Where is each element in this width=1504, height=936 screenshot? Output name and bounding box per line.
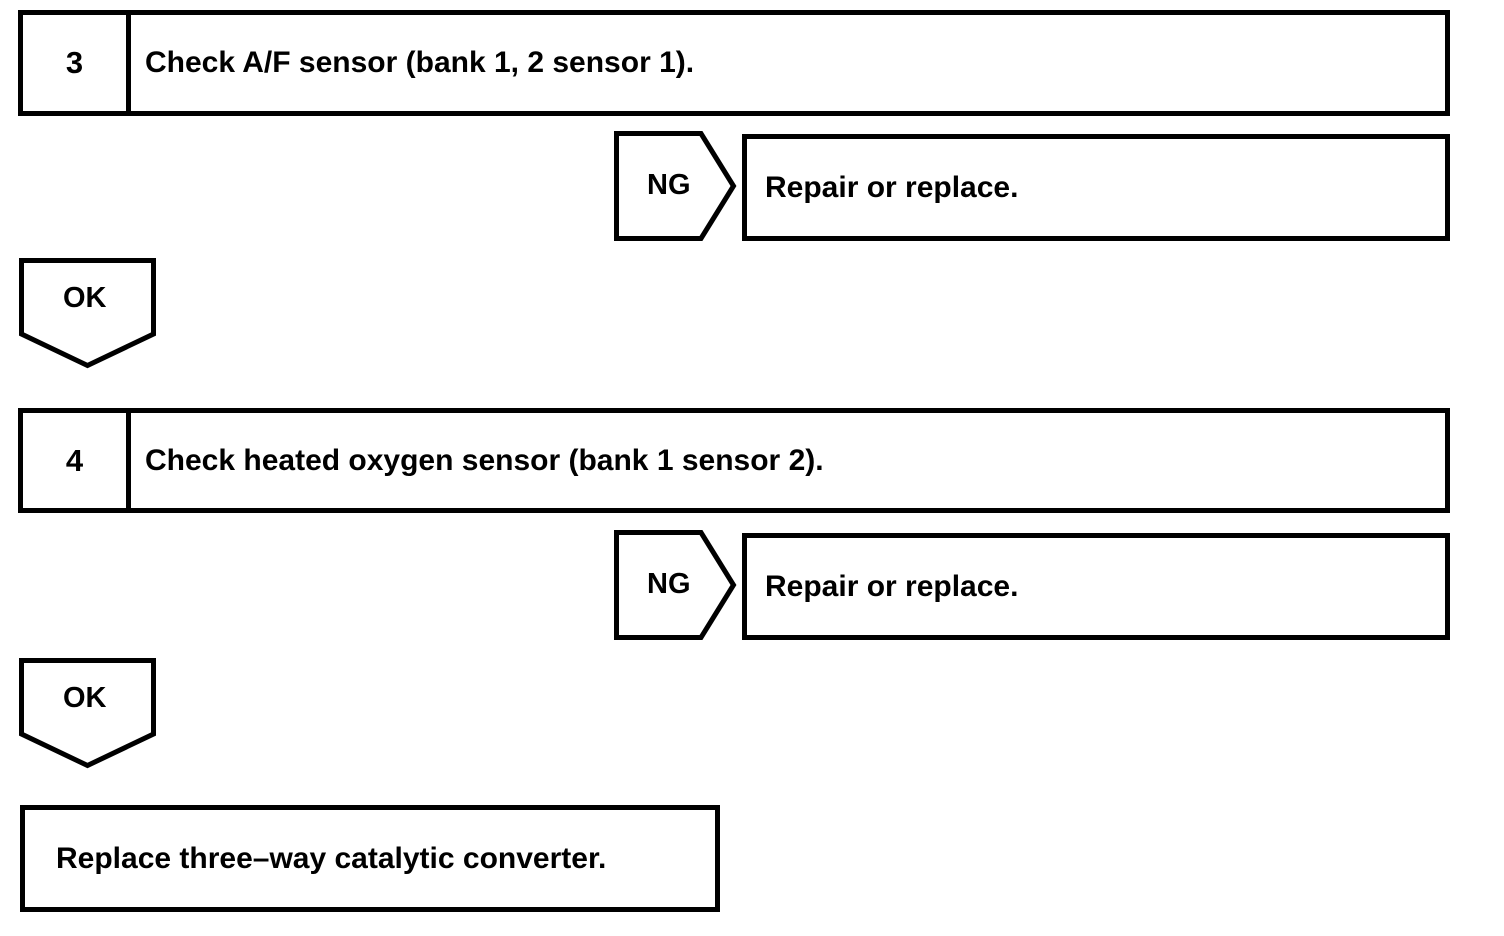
- ng-arrow-shape-3: [614, 131, 737, 241]
- ok-arrow-4: OK: [19, 658, 156, 769]
- step-box-4: 4 Check heated oxygen sensor (bank 1 sen…: [18, 408, 1450, 513]
- step-box-3: 3 Check A/F sensor (bank 1, 2 sensor 1).: [18, 10, 1450, 116]
- ok-arrow-shape-4: [19, 658, 156, 769]
- ng-arrow-4: NG: [614, 530, 737, 640]
- step-number-4: 4: [23, 413, 131, 508]
- ok-arrow-3: OK: [19, 258, 156, 369]
- final-action-box: Replace three–way catalytic converter.: [20, 805, 720, 912]
- ng-arrow-shape-4: [614, 530, 737, 640]
- step-instruction-4: Check heated oxygen sensor (bank 1 senso…: [145, 443, 824, 477]
- step-number-3: 3: [23, 15, 131, 111]
- step-instruction-3: Check A/F sensor (bank 1, 2 sensor 1).: [145, 46, 695, 79]
- ok-arrow-shape-3: [19, 258, 156, 369]
- ng-result-box-4: Repair or replace.: [742, 533, 1450, 640]
- ng-arrow-3: NG: [614, 131, 737, 241]
- ng-result-box-3: Repair or replace.: [742, 134, 1450, 241]
